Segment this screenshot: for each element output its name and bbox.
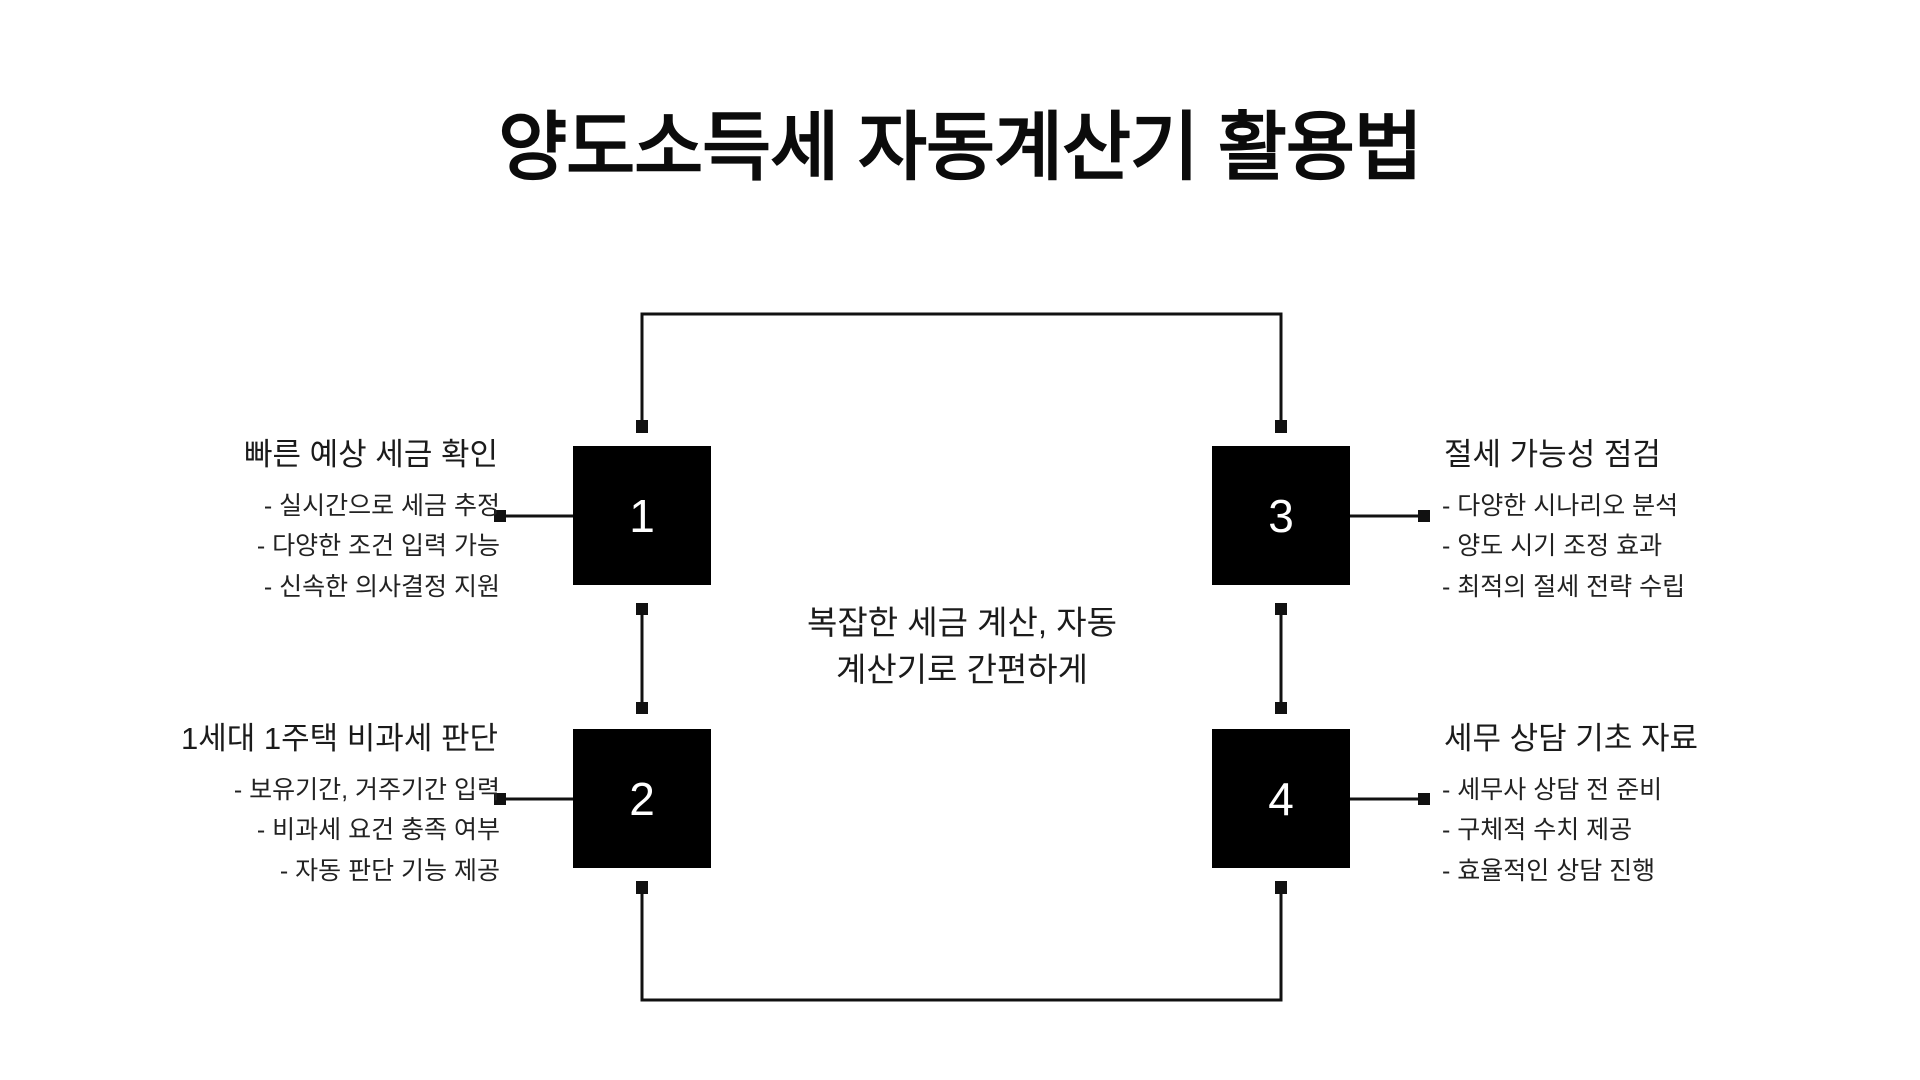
bullet-item: - 효율적인 상담 진행 [1442,856,1656,885]
bullet-item: - 신속한 의사결정 지원 [263,572,500,601]
block-heading-4: 세무 상담 기초 자료 [1444,721,1698,756]
bullet-list-4: - 세무사 상담 전 준비 - 구체적 수치 제공 - 효율적인 상담 진행 [1442,770,1872,892]
node-box-3[interactable]: 3 [1212,446,1350,585]
endcap-leader-3 [1418,510,1430,522]
node-number-3: 3 [1268,489,1294,542]
bullet-item: - 양도 시기 조정 효과 [1442,532,1663,561]
endcap-leader-4 [1418,793,1430,805]
bullet-item: - 실시간으로 세금 추정 [263,491,500,520]
center-caption-line-2: 계산기로 간편하게 [835,650,1089,688]
block-heading-1: 빠른 예상 세금 확인 [244,437,498,472]
connector-bottom [640,891,1283,1002]
node-number-1: 1 [629,489,655,542]
bullet-item: - 구체적 수치 제공 [1442,816,1633,845]
endcap-bottom-right [1275,881,1287,894]
text-block-3: 절세 가능성 점검 - 다양한 시나리오 분석 - 양도 시기 조정 효과 - … [1442,437,1872,607]
center-caption: 복잡한 세금 계산, 자동 계산기로 간편하게 [711,600,1213,694]
endcap-mid-left-top [636,603,648,615]
center-caption-line-1: 복잡한 세금 계산, 자동 [807,604,1117,641]
node-number-4: 4 [1268,772,1294,825]
endcap-leader-1 [494,510,506,522]
text-block-4: 세무 상담 기초 자료 - 세무사 상담 전 준비 - 구체적 수치 제공 - … [1442,721,1872,891]
bullet-item: - 보유기간, 거주기간 입력 [233,775,500,804]
endcap-bottom-left [636,881,648,894]
block-heading-2: 1세대 1주택 비과세 판단 [181,721,498,756]
bullet-list-1: - 실시간으로 세금 추정 - 다양한 조건 입력 가능 - 신속한 의사결정 … [70,486,500,608]
bullet-item: - 자동 판단 기능 제공 [279,856,500,885]
page-title: 양도소득세 자동계산기 활용법 [498,105,1423,189]
text-block-1: 빠른 예상 세금 확인 - 실시간으로 세금 추정 - 다양한 조건 입력 가능… [70,437,500,607]
endcap-top-left [636,420,648,433]
node-box-4[interactable]: 4 [1212,729,1350,868]
connector-top [640,312,1283,423]
endcap-mid-right-bottom [1275,702,1287,714]
node-box-2[interactable]: 2 [573,729,711,868]
endcap-leader-2 [494,793,506,805]
bullet-list-3: - 다양한 시나리오 분석 - 양도 시기 조정 효과 - 최적의 절세 전략 … [1442,486,1872,608]
node-box-1[interactable]: 1 [573,446,711,585]
block-heading-3: 절세 가능성 점검 [1444,437,1661,472]
text-block-2: 1세대 1주택 비과세 판단 - 보유기간, 거주기간 입력 - 비과세 요건 … [70,721,500,891]
node-number-2: 2 [629,772,655,825]
bullet-item: - 세무사 상담 전 준비 [1442,775,1663,804]
endcap-mid-right-top [1275,603,1287,615]
bullet-item: - 최적의 절세 전략 수립 [1442,572,1686,601]
bullet-list-2: - 보유기간, 거주기간 입력 - 비과세 요건 충족 여부 - 자동 판단 기… [70,770,500,892]
endcap-top-right [1275,420,1287,433]
bullet-item: - 다양한 조건 입력 가능 [256,532,500,561]
bullet-item: - 비과세 요건 충족 여부 [256,816,500,845]
bullet-item: - 다양한 시나리오 분석 [1442,491,1679,520]
endcap-mid-left-bottom [636,702,648,714]
